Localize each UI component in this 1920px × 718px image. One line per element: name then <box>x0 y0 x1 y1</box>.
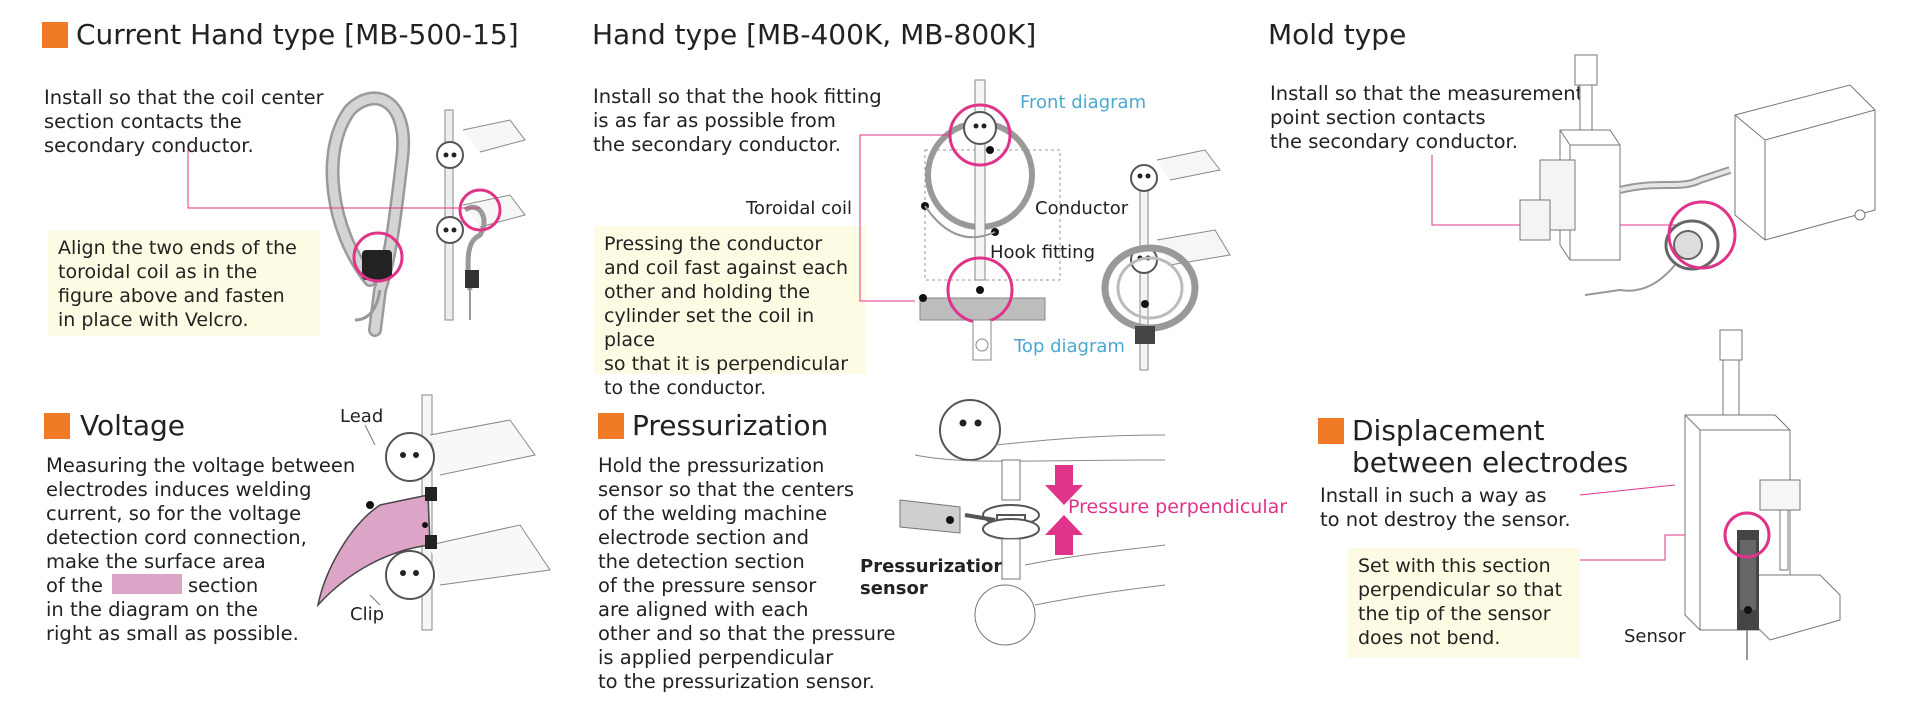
hand-type-instruction: Install so that the hook fitting is as f… <box>593 85 882 156</box>
displacement-note: Set with this section perpendicular so t… <box>1348 548 1580 658</box>
lead-label: Lead <box>340 406 384 427</box>
mold-type-title: Mold type <box>1268 18 1407 51</box>
section-marker-displacement <box>1318 418 1344 444</box>
displacement-instruction: Install in such a way as to not destroy … <box>1320 484 1571 531</box>
pressurization-diagram <box>899 399 1166 646</box>
surface-area-swatch <box>112 574 182 594</box>
current-hand-note: Align the two ends of the toroidal coil … <box>48 230 320 336</box>
current-hand-diagram <box>325 91 526 337</box>
section-marker-pressurization <box>598 413 624 439</box>
voltage-instruction-part1: Measuring the voltage between electrodes… <box>46 454 356 597</box>
section-marker-current-hand <box>42 22 68 48</box>
mold-type-instruction: Install so that the measurement point se… <box>1270 82 1584 153</box>
top-diagram-label: Top diagram <box>1014 336 1125 357</box>
hand-type-diagram <box>919 79 1231 371</box>
clip-label: Clip <box>350 604 384 625</box>
displacement-title-line1: Displacement <box>1352 414 1545 447</box>
voltage-title: Voltage <box>80 409 186 442</box>
pressurization-instruction: Hold the pressurization sensor so that t… <box>598 454 896 693</box>
pressurization-sensor-label: Pressurization sensor <box>860 556 1007 599</box>
current-hand-instruction: Install so that the coil center section … <box>44 86 324 157</box>
voltage-diagram <box>316 394 551 631</box>
hand-type-leader-lines <box>859 134 950 302</box>
voltage-instruction-part2: in the diagram on the right as small as … <box>46 598 299 645</box>
mold-type-diagram <box>1431 54 1876 296</box>
pressure-perpendicular-label: Pressure perpendicular <box>1068 496 1288 518</box>
current-hand-title: Current Hand type [MB-500-15] <box>76 18 519 51</box>
current-hand-leader-line <box>187 150 480 209</box>
hook-fitting-label: Hook fitting <box>990 242 1095 263</box>
displacement-title-line2: between electrodes <box>1352 446 1629 479</box>
displacement-diagram <box>1579 329 1841 660</box>
conductor-label: Conductor <box>1035 198 1129 219</box>
displacement-sensor-label: Sensor <box>1624 626 1686 647</box>
hand-type-title: Hand type [MB-400K, MB-800K] <box>592 18 1037 51</box>
front-diagram-label: Front diagram <box>1020 92 1147 113</box>
toroidal-coil-label: Toroidal coil <box>746 198 853 219</box>
hand-type-note: Pressing the conductor and coil fast aga… <box>594 226 866 399</box>
section-marker-voltage <box>44 413 70 439</box>
voltage-instruction-section-word: section <box>188 574 259 597</box>
pressurization-title: Pressurization <box>632 409 829 442</box>
